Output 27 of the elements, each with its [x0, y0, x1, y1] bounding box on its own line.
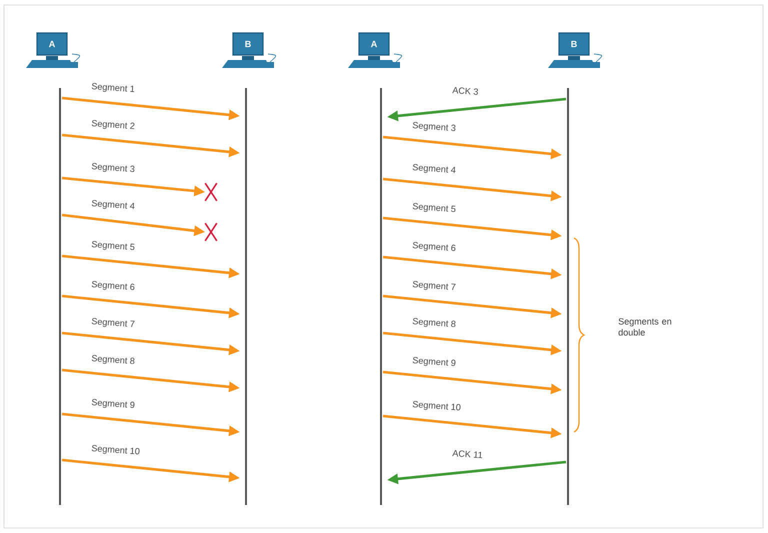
cross-mark	[204, 182, 218, 202]
edge-label: Segment 8	[412, 318, 456, 328]
edge-label: Segment 9	[92, 399, 134, 408]
edge-label: Segment 9	[412, 357, 456, 366]
edge-label: ACK 3	[452, 87, 478, 95]
edge-label: Segment 4	[92, 200, 134, 210]
edge-label: Segment 5	[412, 203, 456, 212]
lifeline	[59, 88, 61, 505]
brace-label: Segments en double	[618, 318, 672, 336]
edge-label: Segment 3	[92, 163, 134, 172]
lifeline	[380, 88, 382, 505]
edge-label: Segment 5	[92, 241, 134, 250]
edge-label: Segment 10	[92, 445, 140, 454]
edge-label: Segment 3	[412, 122, 456, 132]
edge-label: ACK 11	[452, 450, 482, 458]
edge-label: Segment 10	[412, 401, 460, 410]
cross-mark	[204, 222, 218, 242]
lifeline	[245, 88, 247, 505]
edge-label: Segment 1	[92, 83, 134, 92]
edge-label: Segment 7	[92, 318, 135, 327]
edge-label: Segment 4	[412, 164, 456, 174]
edge-label: Segment 6	[92, 281, 134, 290]
edge-label: Segment 6	[412, 242, 456, 252]
edge-label: Segment 7	[412, 281, 456, 290]
edge-label: Segment 2	[92, 120, 134, 130]
edge-label: Segment 8	[92, 355, 134, 364]
lifeline	[567, 88, 569, 505]
